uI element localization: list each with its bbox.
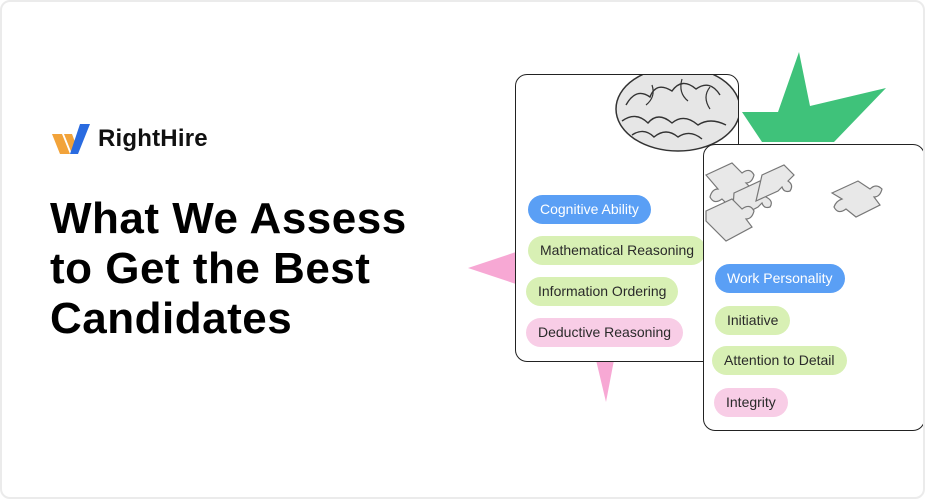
tag-cognitive-ability: Cognitive Ability bbox=[528, 195, 651, 224]
page-title: What We Assess to Get the Best Candidate… bbox=[50, 194, 407, 344]
tag-mathematical-reasoning: Mathematical Reasoning bbox=[528, 236, 707, 265]
brand-name: RightHire bbox=[98, 125, 208, 152]
tag-initiative: Initiative bbox=[715, 306, 791, 335]
tag-deductive-reasoning: Deductive Reasoning bbox=[526, 318, 684, 347]
tag-information-ordering: Information Ordering bbox=[526, 277, 679, 306]
brand-logo: RightHire bbox=[50, 120, 208, 158]
green-star-shape bbox=[742, 52, 886, 142]
title-line-1: What We Assess bbox=[50, 194, 407, 243]
tag-work-personality: Work Personality bbox=[715, 264, 845, 293]
tag-attention-to-detail: Attention to Detail bbox=[712, 346, 847, 375]
puzzle-illustration bbox=[705, 162, 883, 242]
tag-integrity: Integrity bbox=[714, 388, 788, 417]
title-line-2: to Get the Best bbox=[50, 244, 371, 293]
brain-illustration bbox=[615, 75, 738, 152]
pink-star-bottom bbox=[596, 360, 614, 402]
title-line-3: Candidates bbox=[50, 294, 293, 343]
pink-star-left bbox=[468, 252, 516, 284]
righthire-logo-icon bbox=[52, 124, 90, 154]
